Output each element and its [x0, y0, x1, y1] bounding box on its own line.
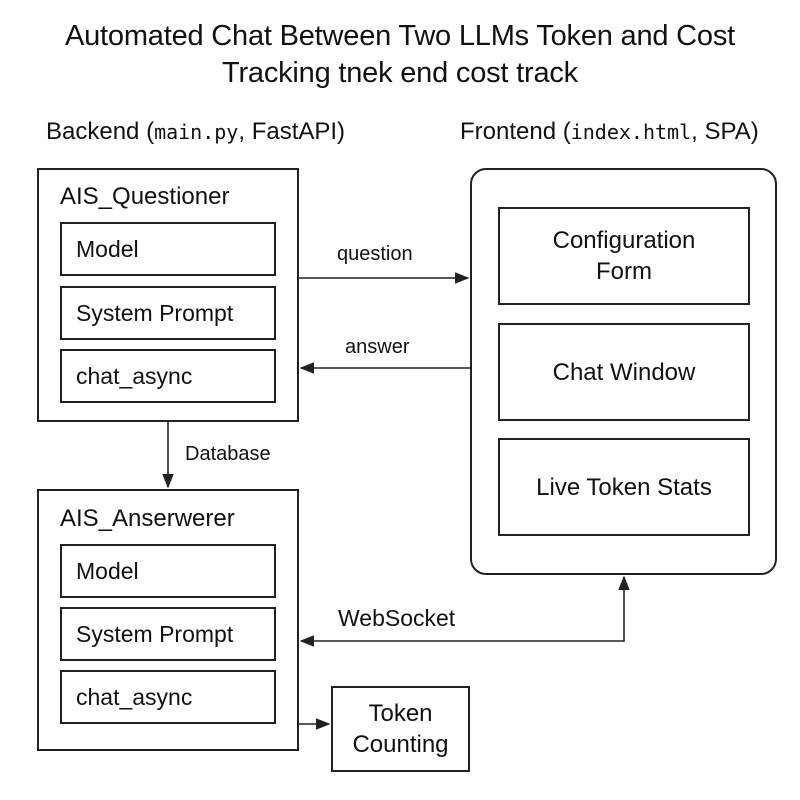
- backend-heading: Backend (main.py, FastAPI): [46, 118, 345, 146]
- answer-label: answer: [345, 336, 410, 358]
- question-label: question: [337, 243, 413, 265]
- backend-heading-code: main.py: [154, 120, 239, 144]
- questioner-model-field: Model: [60, 222, 276, 276]
- frontend-heading-prefix: Frontend (: [460, 118, 571, 145]
- diagram-title-line-2: Tracking tnek end cost track: [222, 57, 578, 89]
- questioner-title: AIS_Questioner: [60, 183, 230, 210]
- answerer-model-field: Model: [60, 544, 276, 598]
- frontend-heading-code: index.html: [570, 120, 692, 144]
- questioner-chat-async-field: chat_async: [60, 349, 276, 403]
- answerer-system-prompt-field: System Prompt: [60, 607, 276, 661]
- configuration-form-panel: Configuration Form: [498, 207, 750, 305]
- diagram-title-line-1: Automated Chat Between Two LLMs Token an…: [64, 20, 736, 52]
- database-label: Database: [185, 443, 271, 465]
- answerer-title: AIS_Anserwerer: [60, 505, 235, 532]
- live-token-stats-panel: Live Token Stats: [498, 438, 750, 536]
- token-counting-box: Token Counting: [331, 686, 470, 772]
- backend-heading-suffix: , FastAPI): [238, 118, 346, 145]
- websocket-arrow: [299, 575, 630, 647]
- backend-heading-prefix: Backend (: [46, 118, 155, 145]
- answerer-chat-async-field: chat_async: [60, 670, 276, 724]
- questioner-system-prompt-field: System Prompt: [60, 286, 276, 340]
- frontend-heading: Frontend (index.html, SPA): [460, 118, 759, 146]
- chat-window-panel: Chat Window: [498, 323, 750, 421]
- frontend-heading-suffix: , SPA): [691, 118, 759, 145]
